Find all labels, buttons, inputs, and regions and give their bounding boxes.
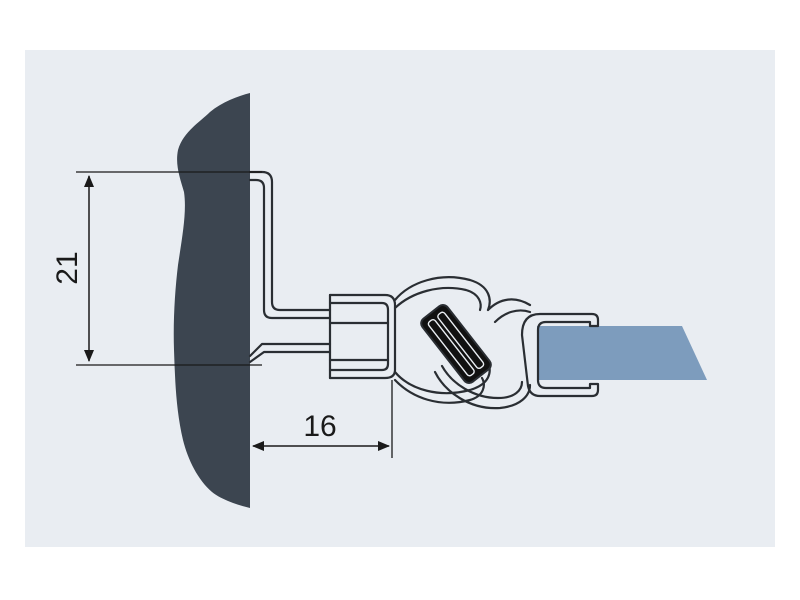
width-dimension-label: 16 [303,410,336,443]
wall-profile [248,170,397,380]
glass-panel [537,326,707,380]
magnetic-seal-arcs [393,276,532,410]
height-dimension: 21 [51,171,262,366]
width-dimension: 16 [252,380,393,458]
drawing-panel [25,50,775,547]
magnet-strip [420,304,492,384]
glass-profile [520,312,600,398]
height-dimension-label: 21 [51,251,84,284]
wall-section [173,93,250,508]
